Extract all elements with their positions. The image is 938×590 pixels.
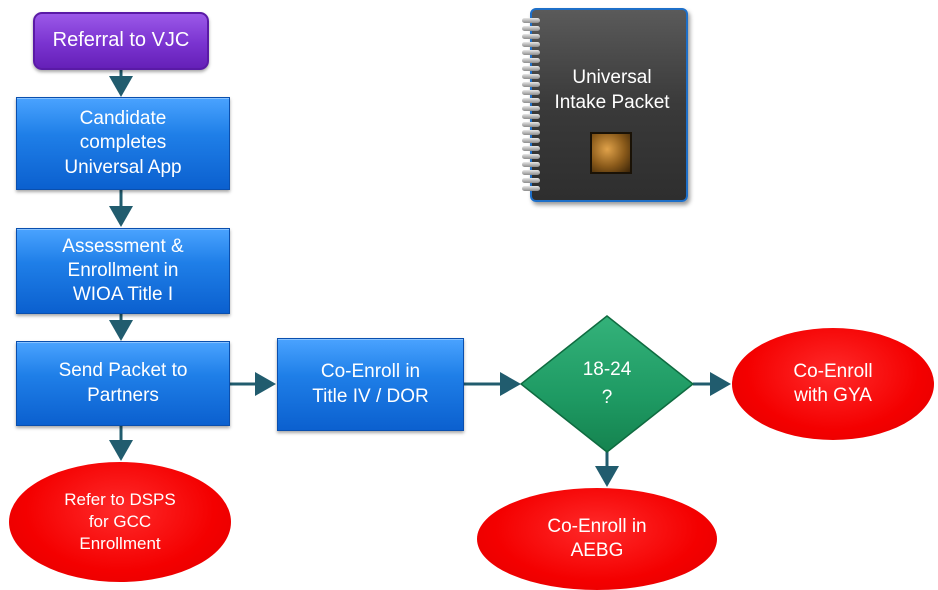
spiral-ring	[522, 154, 540, 159]
spiral-ring	[522, 106, 540, 111]
universal-app-label: Candidate completes Universal App	[64, 108, 182, 178]
edge-arrows	[109, 70, 731, 487]
refer-dsps-node: Refer to DSPS for GCC Enrollment	[9, 462, 231, 582]
notebook-title: Universal Intake Packet	[554, 67, 670, 113]
spiral-ring	[522, 122, 540, 127]
spiral-ring	[522, 186, 540, 191]
spiral-ring	[522, 42, 540, 47]
refer-dsps-label: Refer to DSPS for GCC Enrollment	[64, 490, 176, 553]
co-enroll-aebg-label: Co-Enroll in AEBG	[547, 515, 647, 561]
spiral-ring	[522, 74, 540, 79]
universal-intake-packet-notebook: Universal Intake Packet	[522, 8, 690, 204]
spiral-ring	[522, 114, 540, 119]
spiral-ring	[522, 98, 540, 103]
co-enroll-gya-node: Co-Enroll with GYA	[732, 328, 934, 440]
spiral-ring	[522, 34, 540, 39]
referral-label: Referral to VJC	[52, 29, 190, 52]
spiral-ring	[522, 138, 540, 143]
assessment-node: Assessment & Enrollment in WIOA Title I	[16, 228, 230, 314]
spiral-ring	[522, 90, 540, 95]
co-enroll-aebg-node: Co-Enroll in AEBG	[477, 488, 717, 590]
spiral-ring	[522, 58, 540, 63]
spiral-ring	[522, 18, 540, 23]
spiral-ring	[522, 26, 540, 31]
packet-emblem-icon	[590, 132, 632, 174]
assessment-label: Assessment & Enrollment in WIOA Title I	[62, 235, 184, 306]
decision-diamond	[519, 315, 695, 453]
spiral-ring	[522, 170, 540, 175]
spiral-notebook-icon	[522, 18, 542, 194]
spiral-ring	[522, 82, 540, 87]
spiral-ring	[522, 178, 540, 183]
send-packet-label: Send Packet to Partners	[58, 360, 188, 406]
universal-app-node: Candidate completes Universal App	[16, 97, 230, 190]
referral-node: Referral to VJC	[33, 12, 209, 70]
send-packet-node: Send Packet to Partners	[16, 341, 230, 426]
decision-age-label: 18-24 ?	[582, 359, 632, 408]
spiral-ring	[522, 66, 540, 71]
spiral-ring	[522, 130, 540, 135]
co-enroll-title-iv-node: Co-Enroll in Title IV / DOR	[277, 338, 464, 431]
co-enroll-gya-label: Co-Enroll with GYA	[793, 360, 873, 406]
spiral-ring	[522, 50, 540, 55]
decision-age-label-wrap: 18-24 ?	[551, 350, 663, 418]
spiral-ring	[522, 162, 540, 167]
co-enroll-title-iv-label: Co-Enroll in Title IV / DOR	[312, 361, 429, 407]
spiral-ring	[522, 146, 540, 151]
